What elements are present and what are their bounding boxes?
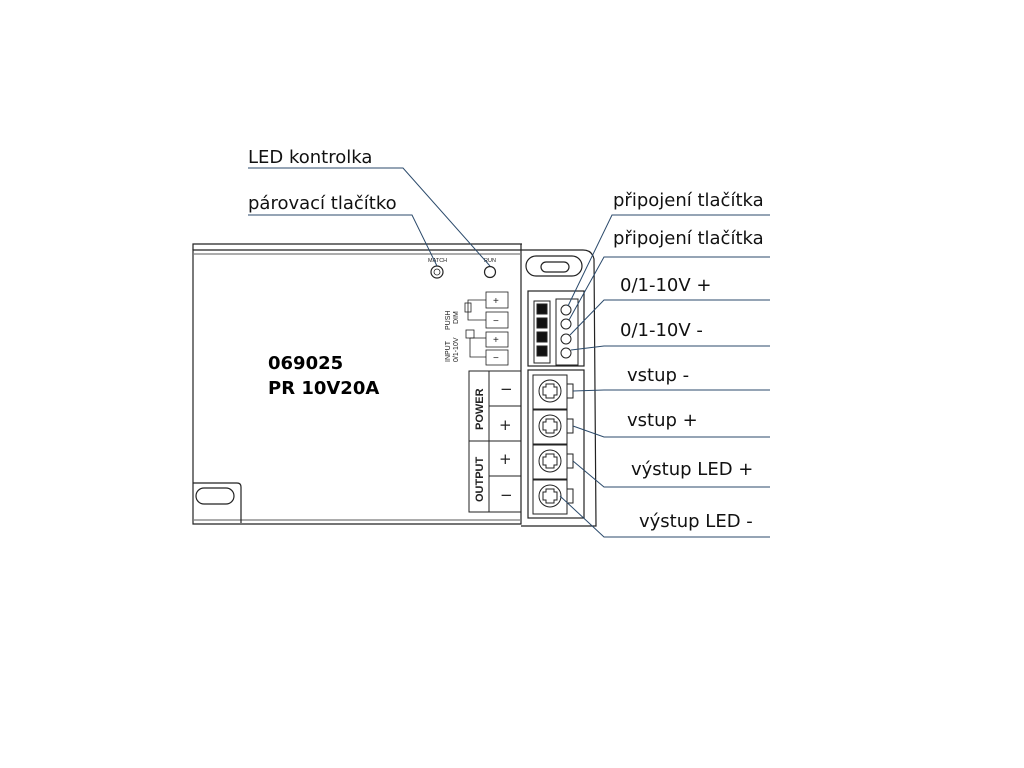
terminal-block-housing	[521, 249, 597, 527]
callout-dim-minus: 0/1-10V -	[620, 320, 703, 341]
device-housing	[192, 243, 522, 525]
power-minus: −	[500, 380, 513, 398]
run-label: RUN	[484, 258, 496, 264]
power-output-table	[468, 370, 522, 513]
input-minus-small: −	[493, 353, 499, 364]
leader-lines	[248, 167, 770, 538]
output-minus: −	[500, 486, 513, 504]
run-led	[483, 265, 497, 279]
device-model: PR 10V20A	[268, 378, 380, 399]
callout-dim-plus: 0/1-10V +	[620, 275, 712, 296]
push-label: PUSH	[445, 311, 452, 330]
dim-connector	[533, 298, 579, 366]
power-label: POWER	[474, 388, 486, 430]
callout-output-led-plus: výstup LED +	[631, 459, 754, 480]
device-code: 069025	[268, 353, 344, 374]
pushdim-plus: +	[493, 296, 499, 307]
output-plus: +	[499, 450, 512, 468]
match-label: MATCH	[428, 258, 447, 264]
screw-terminals	[532, 374, 574, 515]
callout-led-indicator: LED kontrolka	[248, 147, 373, 168]
input-range-label: 0/1-10V	[453, 337, 460, 362]
callout-pairing-button: párovací tlačítko	[248, 193, 397, 214]
push-dim-diagram	[464, 291, 509, 366]
power-plus: +	[499, 416, 512, 434]
callout-input-plus: vstup +	[627, 410, 698, 431]
mounting-tab-left	[193, 482, 242, 523]
pushdim-minus: −	[493, 316, 499, 327]
callout-button-connection-2: připojení tlačítka	[613, 228, 764, 249]
callout-button-connection-1: připojení tlačítka	[613, 190, 764, 211]
dim-label: DIM	[453, 311, 460, 324]
input-plus-small: +	[493, 335, 499, 346]
input-label: INPUT	[445, 340, 452, 362]
callout-output-led-minus: výstup LED -	[639, 511, 753, 532]
output-label: OUTPUT	[474, 457, 486, 503]
callout-input-minus: vstup -	[627, 365, 690, 386]
match-button	[430, 265, 444, 279]
